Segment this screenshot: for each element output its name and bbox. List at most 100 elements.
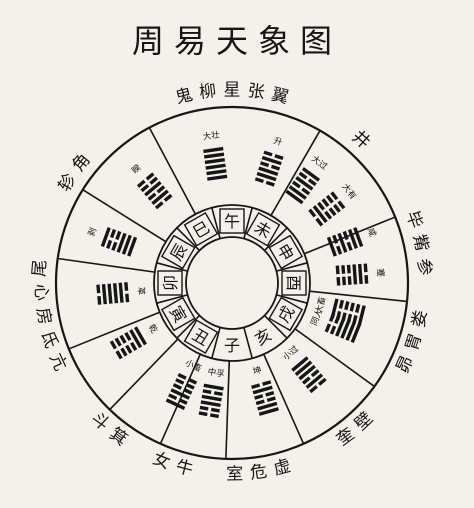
yin-line bbox=[336, 276, 341, 286]
mansion-divider bbox=[109, 338, 179, 411]
yin-line bbox=[265, 390, 275, 397]
yang-line bbox=[127, 236, 138, 257]
branch-divider bbox=[176, 314, 201, 339]
yin-line bbox=[147, 192, 157, 201]
yang-line bbox=[206, 169, 227, 176]
yin-line bbox=[260, 161, 270, 168]
yin-line bbox=[309, 385, 318, 394]
branch-cell: 子 bbox=[224, 336, 240, 355]
yin-line bbox=[156, 185, 166, 194]
branch-cell: 酉 bbox=[281, 270, 307, 296]
mansion-divider bbox=[68, 311, 160, 350]
yang-line bbox=[100, 227, 111, 248]
mansion-char: 井 bbox=[348, 127, 374, 153]
yang-line bbox=[112, 283, 119, 304]
yang-line bbox=[133, 326, 147, 346]
yang-line bbox=[305, 373, 324, 389]
mansion-char: 尾 bbox=[29, 259, 50, 277]
yin-line bbox=[321, 198, 330, 208]
yin-line bbox=[336, 245, 343, 255]
yin-line bbox=[124, 282, 129, 291]
yang-line bbox=[357, 263, 363, 285]
yin-line bbox=[120, 347, 128, 357]
mansion-char: 牛 bbox=[174, 457, 195, 481]
yin-line bbox=[115, 230, 122, 241]
yang-line bbox=[353, 227, 364, 248]
mansion-divider bbox=[294, 328, 375, 388]
mansion-char: 壁 bbox=[351, 409, 377, 435]
yang-line bbox=[207, 174, 228, 181]
branch-label: 子 bbox=[224, 336, 240, 355]
mansion-char: 房 bbox=[32, 306, 55, 326]
yin-line bbox=[262, 380, 272, 386]
hexagram-label: 咸 bbox=[365, 226, 378, 238]
branch-divider bbox=[176, 227, 201, 252]
yang-line bbox=[144, 180, 162, 197]
yin-line bbox=[163, 193, 173, 202]
yang-line bbox=[285, 189, 304, 205]
mansion-char: 角 bbox=[68, 150, 94, 176]
branch-divider bbox=[263, 227, 288, 252]
yin-line bbox=[115, 350, 123, 360]
yin-line bbox=[263, 150, 273, 157]
yin-line bbox=[199, 405, 209, 411]
mansion-char: 星 bbox=[224, 81, 241, 101]
yin-line bbox=[183, 388, 193, 395]
yang-line bbox=[258, 166, 279, 176]
mansion-char: 参 bbox=[413, 258, 434, 277]
yin-line bbox=[307, 178, 317, 187]
diagram-title: 周易天象图 bbox=[132, 22, 342, 60]
mansion-char: 氐 bbox=[37, 329, 61, 351]
radial-dividers bbox=[57, 127, 408, 459]
yin-line bbox=[338, 299, 345, 309]
yang-line bbox=[256, 171, 277, 182]
yin-line bbox=[342, 230, 349, 241]
yang-line bbox=[252, 385, 273, 395]
hexagram: 蹇 bbox=[335, 263, 386, 286]
hexagram: 大有 bbox=[308, 181, 359, 227]
yin-line bbox=[119, 334, 127, 344]
yin-line bbox=[125, 293, 130, 303]
yin-line bbox=[347, 276, 352, 285]
hexagram-label: 革 bbox=[135, 286, 147, 296]
yin-line bbox=[363, 263, 368, 273]
yin-line bbox=[270, 164, 281, 171]
branch-box bbox=[268, 234, 304, 270]
branch-divider bbox=[211, 207, 221, 239]
yin-line bbox=[106, 239, 113, 249]
yin-line bbox=[301, 376, 311, 385]
branch-box bbox=[268, 296, 304, 332]
yang-line bbox=[326, 236, 337, 257]
hexagram: 大壮 bbox=[202, 129, 228, 181]
yin-line bbox=[342, 276, 347, 286]
mansion-divider bbox=[225, 360, 231, 459]
yang-line bbox=[201, 394, 222, 402]
yin-line bbox=[329, 325, 337, 335]
yin-line bbox=[187, 377, 198, 385]
branch-box bbox=[183, 319, 219, 355]
yin-line bbox=[210, 407, 220, 413]
yin-line bbox=[364, 275, 369, 284]
yang-line bbox=[151, 189, 169, 206]
branch-divider bbox=[263, 314, 288, 339]
yin-line bbox=[346, 241, 353, 251]
yang-line bbox=[337, 232, 348, 253]
branch-divider bbox=[156, 294, 188, 304]
yang-line bbox=[291, 356, 309, 372]
yin-line bbox=[97, 295, 102, 305]
yin-line bbox=[266, 396, 276, 402]
yin-line bbox=[254, 177, 264, 184]
yin-line bbox=[274, 154, 284, 160]
yang-line bbox=[294, 360, 313, 376]
hexagram-label: 小畜 bbox=[183, 357, 203, 374]
branch-label: 卯 bbox=[161, 275, 180, 291]
yin-line bbox=[140, 184, 150, 193]
yin-line bbox=[136, 179, 146, 188]
branch-box bbox=[160, 296, 196, 332]
yin-line bbox=[202, 389, 212, 395]
mansion-char: 心 bbox=[30, 283, 51, 301]
mansion-char: 柳 bbox=[198, 81, 217, 103]
yin-line bbox=[149, 176, 159, 185]
mansion-divider bbox=[148, 127, 197, 215]
